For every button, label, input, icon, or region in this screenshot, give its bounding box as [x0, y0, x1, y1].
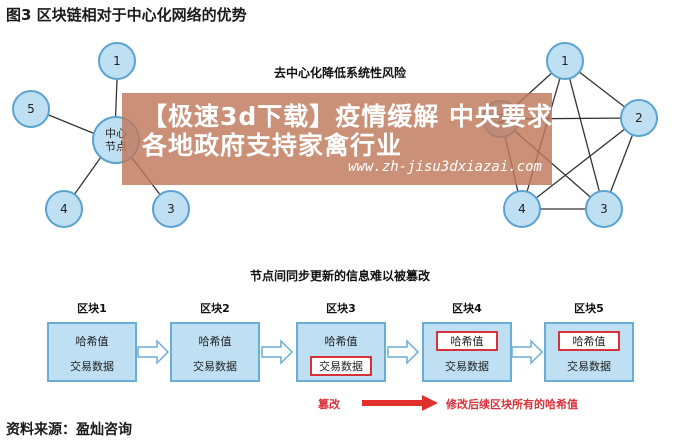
block-label: 区块4	[452, 302, 482, 315]
changed-hash-field: 哈希值	[436, 331, 498, 351]
block-label: 区块2	[200, 302, 230, 315]
tampered-data-field: 交易数据	[310, 356, 372, 376]
figure-title: 图3 区块链相对于中心化网络的优势	[6, 6, 247, 24]
chain-arrow-icon	[511, 339, 544, 365]
watermark-line-2: 各地政府支持家禽行业	[142, 131, 403, 160]
tamper-label: 篡改	[318, 398, 340, 411]
hash-field: 哈希值	[198, 335, 232, 348]
p2p-node-1: 1	[546, 42, 584, 80]
block-1: 哈希值 交易数据	[47, 322, 137, 382]
source-note: 资料来源：盈灿咨询	[6, 422, 132, 438]
central-network-node-4: 4	[45, 190, 83, 228]
block-label: 区块3	[326, 302, 356, 315]
data-field: 交易数据	[193, 360, 237, 373]
p2p-node-4: 4	[503, 190, 541, 228]
red-arrow-icon	[362, 395, 438, 411]
block-2: 哈希值 交易数据	[170, 322, 260, 382]
data-field: 交易数据	[567, 360, 611, 373]
block-5: 哈希值 交易数据	[544, 322, 634, 382]
block-label: 区块1	[77, 302, 107, 315]
block-4: 哈希值 交易数据	[422, 322, 512, 382]
hash-field: 哈希值	[324, 335, 358, 348]
changed-hash-field: 哈希值	[558, 331, 620, 351]
data-field: 交易数据	[445, 360, 489, 373]
chain-arrow-icon	[387, 339, 420, 365]
central-network-node-5: 5	[12, 90, 50, 128]
central-network-node-3: 3	[152, 190, 190, 228]
watermark-line-1: 【极速3d下载】疫情缓解 中央要求	[142, 102, 553, 131]
data-field: 交易数据	[70, 360, 114, 373]
chain-arrow-icon	[261, 339, 294, 365]
block-3: 哈希值 交易数据	[296, 322, 386, 382]
hash-field: 哈希值	[75, 335, 109, 348]
watermark-banner: 【极速3d下载】疫情缓解 中央要求 各地政府支持家禽行业 www.zh-jisu…	[122, 93, 552, 185]
top-section-title: 去中心化降低系统性风险	[273, 66, 406, 80]
chain-arrow-icon	[137, 339, 170, 365]
p2p-node-2: 2	[620, 99, 658, 137]
p2p-node-3: 3	[585, 190, 623, 228]
tamper-effect-label: 修改后续区块所有的哈希值	[446, 398, 578, 411]
block-label: 区块5	[574, 302, 604, 315]
watermark-url: www.zh-jisu3dxiazai.com	[348, 159, 542, 175]
bottom-section-title: 节点间同步更新的信息难以被篡改	[249, 269, 430, 283]
central-network-node-1: 1	[98, 42, 136, 80]
